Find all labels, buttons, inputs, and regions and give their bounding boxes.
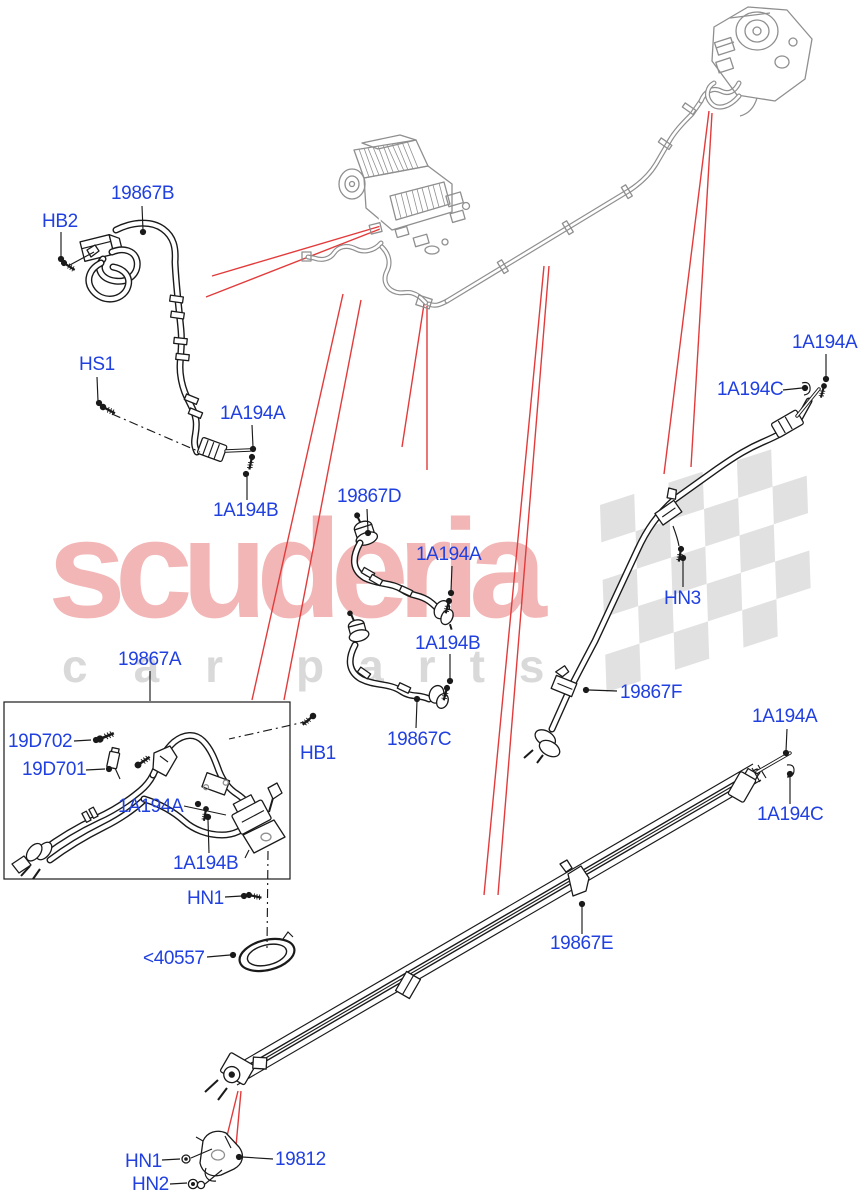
part-label-19867d[interactable]: 19867D	[337, 486, 402, 507]
part-label-hb2[interactable]: HB2	[42, 211, 78, 232]
part-label-40557[interactable]: <40557	[143, 948, 205, 969]
part-label-hn3[interactable]: HN3	[664, 588, 701, 609]
part-label-1a194a-2[interactable]: 1A194A	[416, 544, 482, 565]
part-label-19867c[interactable]: 19867C	[387, 729, 452, 750]
part-label-1a194b-2[interactable]: 1A194B	[415, 633, 481, 654]
part-label-1a194b-1[interactable]: 1A194B	[213, 500, 279, 521]
pipe-19867c-drawing	[342, 610, 449, 709]
grommet-40557-drawing	[238, 850, 296, 973]
part-label-19867e[interactable]: 19867E	[550, 933, 614, 954]
box-19867a-drawing	[3, 701, 291, 880]
part-label-19867a[interactable]: 19867A	[118, 649, 182, 670]
part-label-19867b[interactable]: 19867B	[111, 183, 175, 204]
overview-rear-pipe-drawing	[447, 83, 739, 301]
part-label-1a194c-2[interactable]: 1A194C	[757, 804, 824, 825]
part-label-19d702[interactable]: 19D702	[8, 731, 73, 752]
part-label-hb1[interactable]: HB1	[300, 743, 336, 764]
watermark-brand: scuderia	[48, 490, 547, 647]
part-label-hn1-1[interactable]: HN1	[187, 888, 224, 909]
rear-ac-unit-drawing	[707, 6, 813, 117]
part-label-hn1-2[interactable]: HN1	[125, 1151, 162, 1172]
part-label-19d701[interactable]: 19D701	[22, 759, 87, 780]
part-label-19812[interactable]: 19812	[275, 1149, 326, 1170]
part-label-1a194a-4[interactable]: 1A194A	[752, 706, 818, 727]
watermark-tagline-car: car	[62, 640, 270, 692]
part-label-1a194a-5[interactable]: 1A194A	[118, 796, 184, 817]
pipe-19867f-drawing	[523, 381, 821, 764]
part-label-1a194a-1[interactable]: 1A194A	[220, 403, 286, 424]
watermark-checkered-flag	[600, 449, 811, 693]
part-label-1a194c-1[interactable]: 1A194C	[717, 379, 784, 400]
part-label-1a194b-3[interactable]: 1A194B	[173, 853, 239, 874]
pipe-19867b-drawing	[79, 223, 252, 463]
part-label-19867f[interactable]: 19867F	[620, 682, 683, 703]
part-label-1a194a-3[interactable]: 1A194A	[792, 332, 858, 353]
watermark-tagline-parts: parts	[296, 640, 579, 692]
part-label-hn2[interactable]: HN2	[132, 1174, 169, 1195]
pipe-19867e-drawing	[204, 751, 795, 1101]
red-callout-lines	[205, 110, 713, 1147]
hvac-unit-drawing	[301, 134, 471, 310]
bracket-19812-drawing	[195, 1130, 244, 1182]
part-label-hs1[interactable]: HS1	[79, 354, 115, 375]
leader-lines	[57, 205, 830, 1190]
